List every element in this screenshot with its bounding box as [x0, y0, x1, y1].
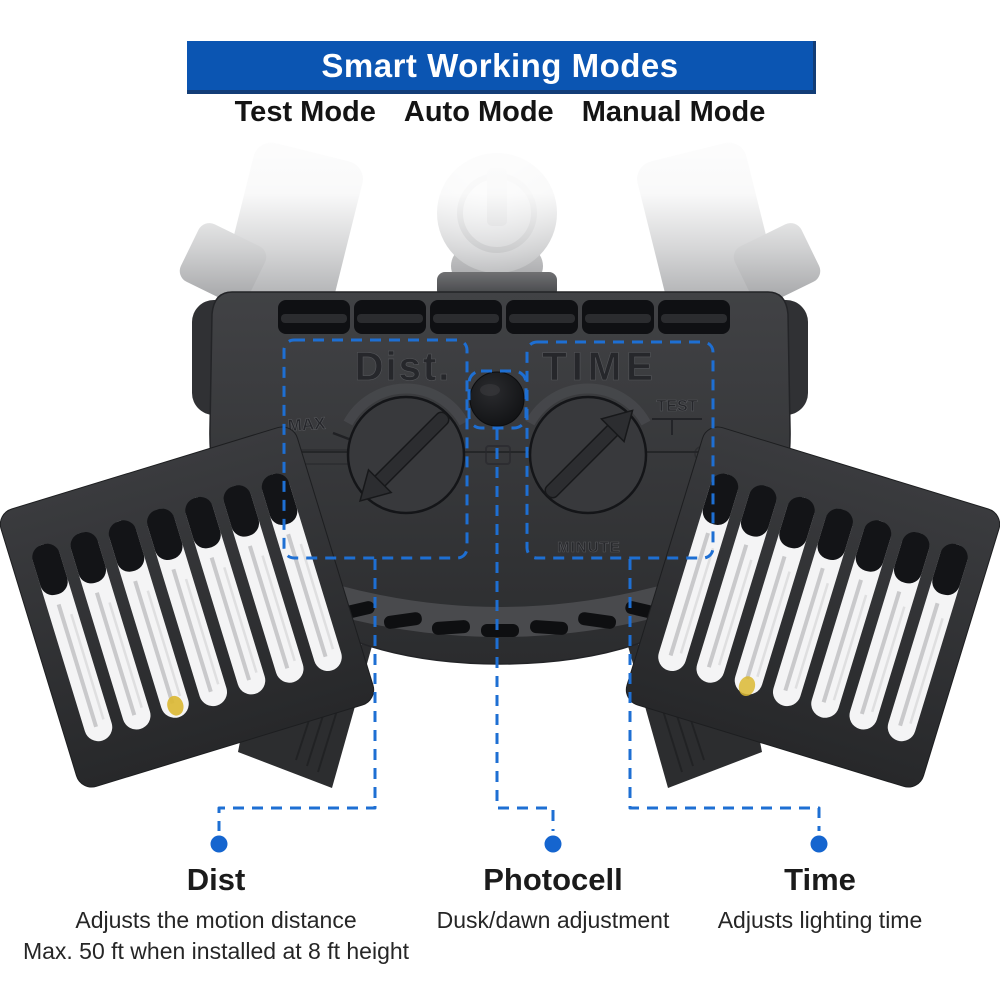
- white-fade-overlay: [120, 100, 880, 298]
- dist-callout-dot: [210, 835, 228, 853]
- callout-overlays: [217, 338, 821, 831]
- dist-dial-label: Dist.: [355, 345, 452, 389]
- photocell-label-block: Photocell Dusk/dawn adjustment: [353, 862, 753, 937]
- time-title: Time: [784, 862, 856, 897]
- time-callout-line: [628, 559, 821, 831]
- minute-marking: MINUTE: [557, 539, 621, 556]
- mode-auto: Auto Mode: [403, 96, 554, 128]
- modes-row: Test Mode Auto Mode Manual Mode: [0, 96, 1000, 129]
- distance-dial: [346, 395, 466, 515]
- time-dial-label: TIME: [542, 345, 658, 389]
- max-marking: MAX: [287, 414, 327, 436]
- time-label-block: Time Adjusts lighting time: [640, 862, 1000, 937]
- top-vents: [278, 300, 730, 334]
- dist-desc-1: Adjusts the motion distance: [75, 907, 357, 933]
- time-dial: [528, 395, 648, 515]
- dist-title: Dist: [186, 862, 246, 897]
- time-callout-box: [525, 340, 715, 560]
- time-callout-dot: [810, 835, 828, 853]
- led-glint: [167, 695, 184, 716]
- photocell-desc-1: Dusk/dawn adjustment: [436, 907, 670, 933]
- left-light-head: [0, 426, 375, 788]
- photocell-callout-dot: [544, 835, 562, 853]
- photocell-dome: [469, 371, 525, 427]
- photocell-title: Photocell: [483, 862, 623, 897]
- led-glint: [738, 676, 756, 696]
- dist-callout-line: [217, 559, 377, 831]
- dist-desc-2: Max. 50 ft when installed at 8 ft height: [22, 937, 410, 964]
- dist-label-block: Dist Adjusts the motion distance Max. 50…: [0, 862, 436, 968]
- time-desc-1: Adjusts lighting time: [717, 907, 923, 933]
- test-marking: TEST: [657, 398, 698, 415]
- banner-title: Smart Working Modes: [187, 41, 816, 94]
- photocell-callout-line: [495, 429, 555, 831]
- right-light-head: [625, 426, 1000, 788]
- mode-manual: Manual Mode: [581, 96, 766, 128]
- mounting-assembly: [120, 100, 880, 310]
- mode-test: Test Mode: [234, 96, 376, 128]
- photocell-callout-box: [467, 369, 528, 430]
- callout-dots: [210, 835, 828, 853]
- dist-callout-box: [282, 338, 469, 560]
